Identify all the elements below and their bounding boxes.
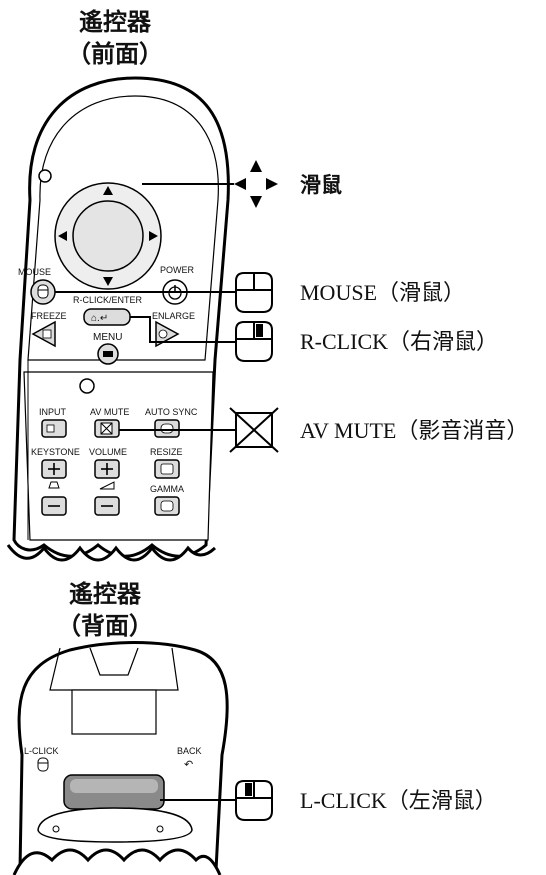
back-title: 遙控器: [69, 580, 141, 608]
mouse-pad[interactable]: [54, 182, 162, 290]
volume-plus-button[interactable]: [94, 459, 120, 479]
resize-label: RESIZE: [150, 447, 183, 457]
gamma-label: GAMMA: [150, 484, 184, 494]
av-mute-label: AV MUTE: [90, 407, 129, 417]
keystone-icon: [48, 481, 60, 489]
freeze-button[interactable]: [31, 320, 56, 348]
arrow-left-icon: [58, 231, 67, 241]
callout-av-mute: AV MUTE（影音消音）: [300, 418, 529, 443]
l-click-label: L-CLICK: [24, 746, 59, 756]
keystone-plus-button[interactable]: [41, 459, 67, 479]
callout-l-click: L-CLICK（左滑鼠）: [300, 788, 497, 813]
av-mute-button[interactable]: [94, 419, 120, 438]
auto-sync-button[interactable]: [154, 419, 180, 438]
right-click-mouse-icon: [235, 321, 273, 362]
front-title: 遙控器: [79, 8, 151, 36]
arrow-up-icon: [103, 186, 113, 195]
l-click-small-icon: [37, 757, 49, 772]
volume-icon: [99, 481, 115, 490]
mouse-label: MOUSE: [18, 267, 51, 277]
keystone-minus-button[interactable]: [41, 496, 67, 516]
callout-mouse-pad: 滑鼠: [300, 173, 342, 197]
back-title-block: 遙控器 （背面）: [30, 578, 180, 642]
callout-r-click: R-CLICK（右滑鼠）: [300, 329, 499, 354]
arrow-right-icon: [149, 231, 158, 241]
r-click-enter-button[interactable]: ⌂.↵: [83, 308, 131, 326]
front-remote: MOUSE POWER R-CLICK/ENTER ⌂.↵ FREEZE ENL…: [6, 76, 230, 575]
back-subtitle: （背面）: [57, 612, 153, 640]
auto-sync-label: AUTO SYNC: [145, 407, 198, 417]
input-button[interactable]: [41, 419, 67, 438]
mouse-icon: [235, 272, 273, 313]
four-way-arrow-icon: [234, 160, 278, 208]
freeze-label: FREEZE: [31, 311, 67, 321]
back-label: BACK: [177, 746, 202, 756]
menu-button[interactable]: [97, 343, 119, 365]
gamma-button[interactable]: [154, 496, 180, 516]
av-mute-icon: [229, 407, 279, 453]
arrow-down-icon: [103, 277, 113, 286]
left-click-mouse-icon: [235, 780, 273, 821]
resize-button[interactable]: [154, 459, 180, 479]
back-remote: L-CLICK BACK ↶: [12, 641, 229, 875]
r-click-enter-label: R-CLICK/ENTER: [73, 295, 143, 305]
input-label: INPUT: [39, 407, 67, 417]
back-arrow-icon: ↶: [184, 759, 193, 771]
enlarge-label: ENLARGE: [152, 311, 195, 321]
volume-minus-button[interactable]: [94, 496, 120, 516]
callout-mouse-button: MOUSE（滑鼠）: [300, 280, 466, 305]
keystone-label: KEYSTONE: [31, 447, 80, 457]
mouse-button[interactable]: [30, 279, 56, 305]
svg-text:⌂.↵: ⌂.↵: [91, 313, 108, 324]
front-title-block: 遙控器 （前面）: [40, 6, 190, 70]
front-subtitle: （前面）: [67, 40, 163, 68]
indicator-light-icon: [38, 169, 52, 183]
menu-label: MENU: [93, 332, 122, 343]
l-click-button[interactable]: [63, 774, 165, 810]
enlarge-button[interactable]: [155, 320, 180, 348]
power-label: POWER: [160, 265, 195, 275]
volume-label: VOLUME: [89, 447, 127, 457]
sensor-icon: [79, 378, 95, 394]
